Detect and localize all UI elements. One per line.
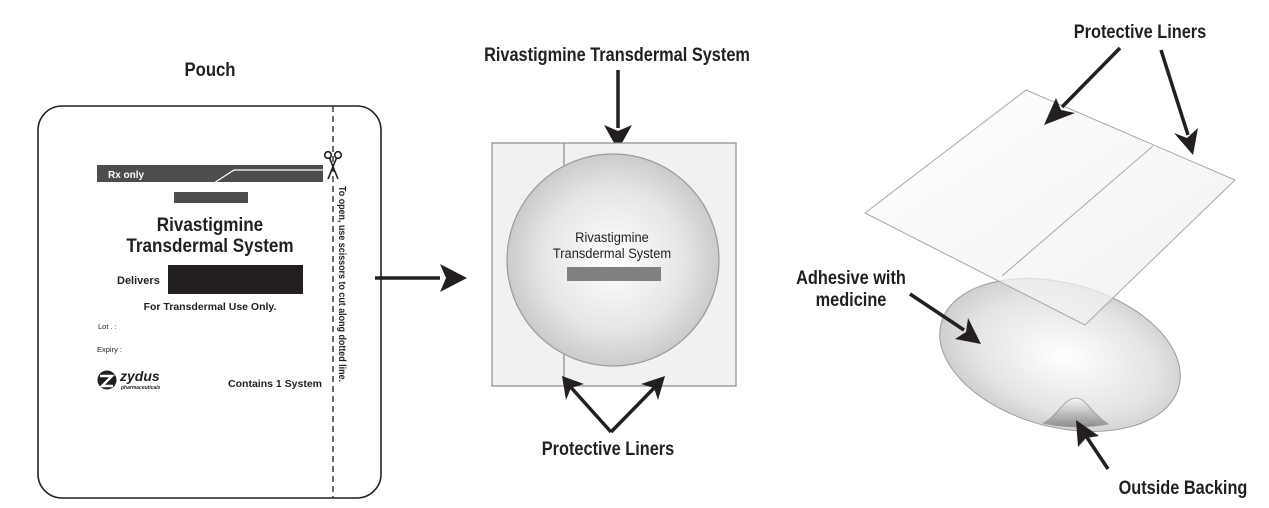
contents-note: Contains 1 System: [228, 378, 322, 390]
heading-arrow-down: [604, 70, 632, 150]
scissors-icon: [323, 150, 343, 180]
patch-front-heading: Rivastigmine Transdermal System: [484, 44, 750, 65]
flow-arrow-right: [375, 264, 467, 292]
backing-curl: [1041, 397, 1110, 428]
pouch-product-name-2: Transdermal System: [126, 235, 293, 256]
liner-sheet-split: [1001, 145, 1154, 277]
rx-only-label: Rx only: [108, 170, 145, 181]
backing-arrow: [1076, 420, 1110, 470]
patch-front-liners-label: Protective Liners: [542, 438, 675, 459]
adhesive-label-2: medicine: [816, 289, 887, 310]
zydus-logo-icon: zydus pharmaceuticals: [97, 368, 161, 391]
patch-text-1: Rivastigmine: [575, 230, 649, 246]
patch-front-group: Rivastigmine Transdermal System Rivastig…: [484, 44, 750, 459]
patch-strength-bar: [567, 267, 661, 281]
liners-arrows: [562, 376, 665, 434]
adhesive-label-1: Adhesive with: [796, 267, 906, 288]
patch-exploded-group: Protective Liners Adhesive with medicine…: [796, 21, 1247, 498]
brand-tagline: pharmaceuticals: [120, 385, 161, 391]
pouch-outline: [37, 105, 382, 499]
patch-disc: [506, 153, 720, 367]
rx-band: Rx only: [97, 165, 323, 184]
open-instruction: To open, use scissors to cut along dotte…: [336, 186, 348, 382]
pouch-heading: Pouch: [184, 59, 235, 80]
patch-text-2: Transdermal System: [553, 246, 671, 262]
delivers-redaction: [168, 265, 303, 294]
exploded-liners-arrows: [1044, 46, 1198, 155]
brand-name: zydus: [119, 368, 160, 384]
lot-label: Lot . :: [98, 322, 117, 331]
backing-label: Outside Backing: [1119, 477, 1248, 498]
expiry-label: Expiry :: [97, 345, 122, 354]
use-note: For Transdermal Use Only.: [144, 301, 277, 313]
pouch-group: Pouch To open, use scissors to cut along…: [37, 59, 382, 499]
delivers-label: Delivers: [117, 275, 160, 287]
liner-sheet: [864, 89, 1236, 326]
strength-redaction-bar: [174, 192, 248, 203]
exploded-liners-label: Protective Liners: [1074, 21, 1207, 42]
adhesive-arrow: [909, 292, 981, 344]
pouch-product-name-1: Rivastigmine: [157, 214, 263, 235]
